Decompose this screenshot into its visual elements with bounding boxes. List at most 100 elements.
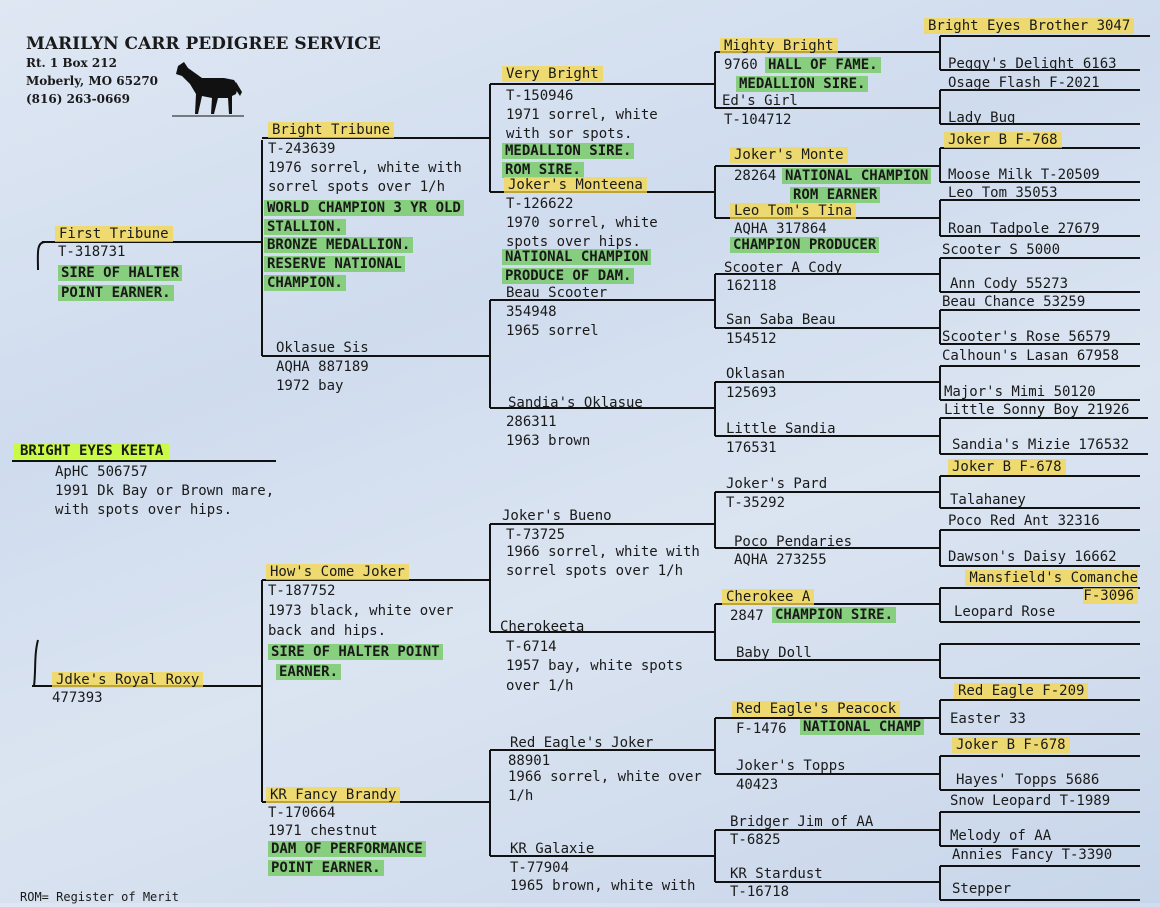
gen4-name: KR Stardust — [730, 866, 823, 882]
gen2-detail: 1972 bay — [276, 378, 344, 394]
gen4-award: ROM EARNER — [790, 186, 881, 205]
subject-registration: ApHC 506757 — [55, 464, 148, 480]
gen5-name: Sandia's Mizie 176532 — [952, 437, 1130, 453]
gen2-detail: 1971 chestnut — [268, 823, 378, 839]
dam-name: Jdke's Royal Roxy — [52, 671, 204, 690]
gen4-detail: AQHA 317864 — [734, 221, 827, 237]
gen5-name: Osage Flash F-2021 — [948, 75, 1100, 91]
subject-name: BRIGHT EYES KEETA — [14, 442, 170, 461]
gen3-detail: 1963 brown — [506, 433, 591, 449]
gen3-detail: 354948 — [506, 304, 557, 320]
gen5-name: Leopard Rose — [954, 604, 1056, 620]
gen2-award: DAM OF PERFORMANCE — [268, 840, 426, 859]
gen2-name: Oklasue Sis — [276, 340, 369, 356]
gen4-detail: T-35292 — [726, 495, 786, 511]
gen4-detail: 28264 — [734, 168, 777, 184]
gen2-award: CHAMPION. — [264, 274, 346, 293]
gen4-name: Oklasan — [726, 366, 786, 382]
gen4-detail: F-1476 — [736, 721, 787, 737]
gen3-detail: T-73725 — [506, 527, 566, 543]
gen5-name: Roan Tadpole 27679 — [948, 221, 1100, 237]
gen4-award: CHAMPION PRODUCER — [730, 236, 880, 255]
gen5-name: Snow Leopard T-1989 — [950, 793, 1111, 809]
address-line-1: Rt. 1 Box 212 — [26, 56, 117, 70]
gen3-detail: 1971 sorrel, white — [506, 107, 658, 123]
gen3-detail: T-6714 — [506, 639, 557, 655]
phone-number: (816) 263-0669 — [26, 92, 131, 106]
gen2-award: EARNER. — [276, 663, 342, 682]
gen2-detail: T-243639 — [268, 141, 336, 157]
gen4-detail: 40423 — [736, 777, 779, 793]
gen5-name: Hayes' Topps 5686 — [956, 772, 1100, 788]
gen5-name: Peggy's Delight 6163 — [948, 56, 1117, 72]
gen3-award: ROM SIRE. — [502, 161, 584, 180]
gen4-detail: T-6825 — [730, 832, 781, 848]
sire-award: POINT EARNER. — [58, 284, 174, 303]
gen4-detail: 9760 — [724, 57, 758, 73]
gen5-name: Bright Eyes Brother 3047 — [924, 17, 1135, 36]
subject-description-2: with spots over hips. — [55, 502, 233, 518]
gen2-name: Bright Tribune — [268, 121, 395, 140]
gen4-name: San Saba Beau — [726, 312, 836, 328]
gen3-award: PRODUCE OF DAM. — [502, 267, 635, 286]
gen5-name: Scooter S 5000 — [942, 242, 1061, 258]
gen3-name: Beau Scooter — [506, 285, 608, 301]
gen3-name: Very Bright — [502, 65, 603, 84]
company-name: MARILYN CARR PEDIGREE SERVICE — [26, 34, 381, 54]
gen5-name: Major's Mimi 50120 — [944, 384, 1096, 400]
gen3-award: NATIONAL CHAMPION — [502, 248, 652, 267]
gen2-award: WORLD CHAMPION 3 YR OLD — [264, 199, 464, 218]
gen4-name: Bridger Jim of AA — [730, 814, 874, 830]
gen3-detail: 1965 brown, white with — [510, 878, 696, 894]
gen5-name: Red Eagle F-209 — [954, 682, 1089, 701]
gen5-name: Moose Milk T-20509 — [948, 167, 1100, 183]
gen5-name: Stepper — [952, 881, 1012, 897]
gen3-detail: 286311 — [506, 414, 557, 430]
gen2-detail: 1976 sorrel, white with — [268, 160, 462, 176]
gen5-name: Mansfield's Comanche F-3096 — [942, 569, 1138, 605]
gen3-detail: 1970 sorrel, white — [506, 215, 658, 231]
gen5-name: Talahaney — [950, 492, 1026, 508]
gen4-award: MEDALLION SIRE. — [736, 75, 869, 94]
gen2-name: How's Come Joker — [266, 563, 409, 582]
gen3-detail: spots over hips. — [506, 234, 641, 250]
gen5-name: Calhoun's Lasan 67958 — [942, 348, 1120, 364]
gen3-detail: sorrel spots over 1/h — [506, 563, 684, 579]
gen5-name: Poco Red Ant 32316 — [948, 513, 1100, 529]
gen3-detail: 1966 sorrel, white with — [506, 544, 700, 560]
gen4-name: Joker's Topps — [736, 758, 846, 774]
gen3-detail: over 1/h — [506, 678, 574, 694]
gen3-detail: 1/h — [508, 788, 534, 804]
gen4-name: Red Eagle's Peacock — [732, 700, 901, 719]
gen3-detail: 1965 sorrel — [506, 323, 599, 339]
gen2-detail: back and hips. — [268, 623, 387, 639]
gen2-award: SIRE OF HALTER POINT — [268, 643, 443, 662]
sire-registration: T-318731 — [58, 244, 126, 260]
gen3-name: Cherokeeta — [500, 619, 585, 635]
gen3-detail: 1957 bay, white spots — [506, 658, 684, 674]
gen5-name: Joker B F-768 — [944, 131, 1062, 150]
gen4-name: Cherokee A — [722, 588, 815, 607]
gen4-detail: T-104712 — [724, 112, 792, 128]
gen3-name: Red Eagle's Joker — [510, 735, 654, 751]
gen5-name: Lady Bug — [948, 110, 1016, 126]
gen5-name: Leo Tom 35053 — [948, 185, 1058, 201]
sire-name: First Tribune — [55, 225, 173, 244]
gen5-name: Joker B F-678 — [948, 458, 1066, 477]
gen2-detail: AQHA 887189 — [276, 359, 369, 375]
gen2-detail: 1973 black, white over — [268, 603, 454, 619]
gen4-name: Little Sandia — [726, 421, 836, 437]
gen2-detail: sorrel spots over 1/h — [268, 179, 446, 195]
footer-note: ROM= Register of Merit — [20, 890, 179, 904]
gen4-detail: T-16718 — [730, 884, 790, 900]
gen5-name: Dawson's Daisy 16662 — [948, 549, 1117, 565]
gen2-name: KR Fancy Brandy — [266, 786, 401, 805]
gen3-name: Sandia's Oklasue — [508, 395, 643, 411]
gen3-name: KR Galaxie — [510, 841, 595, 857]
gen4-name: Baby Doll — [736, 645, 812, 661]
gen4-name: Mighty Bright — [720, 37, 838, 56]
gen2-award: BRONZE MEDALLION. — [264, 236, 414, 255]
gen4-award: NATIONAL CHAMP — [800, 718, 925, 737]
gen4-name: Ed's Girl — [722, 93, 798, 109]
dam-registration: 477393 — [52, 690, 103, 706]
